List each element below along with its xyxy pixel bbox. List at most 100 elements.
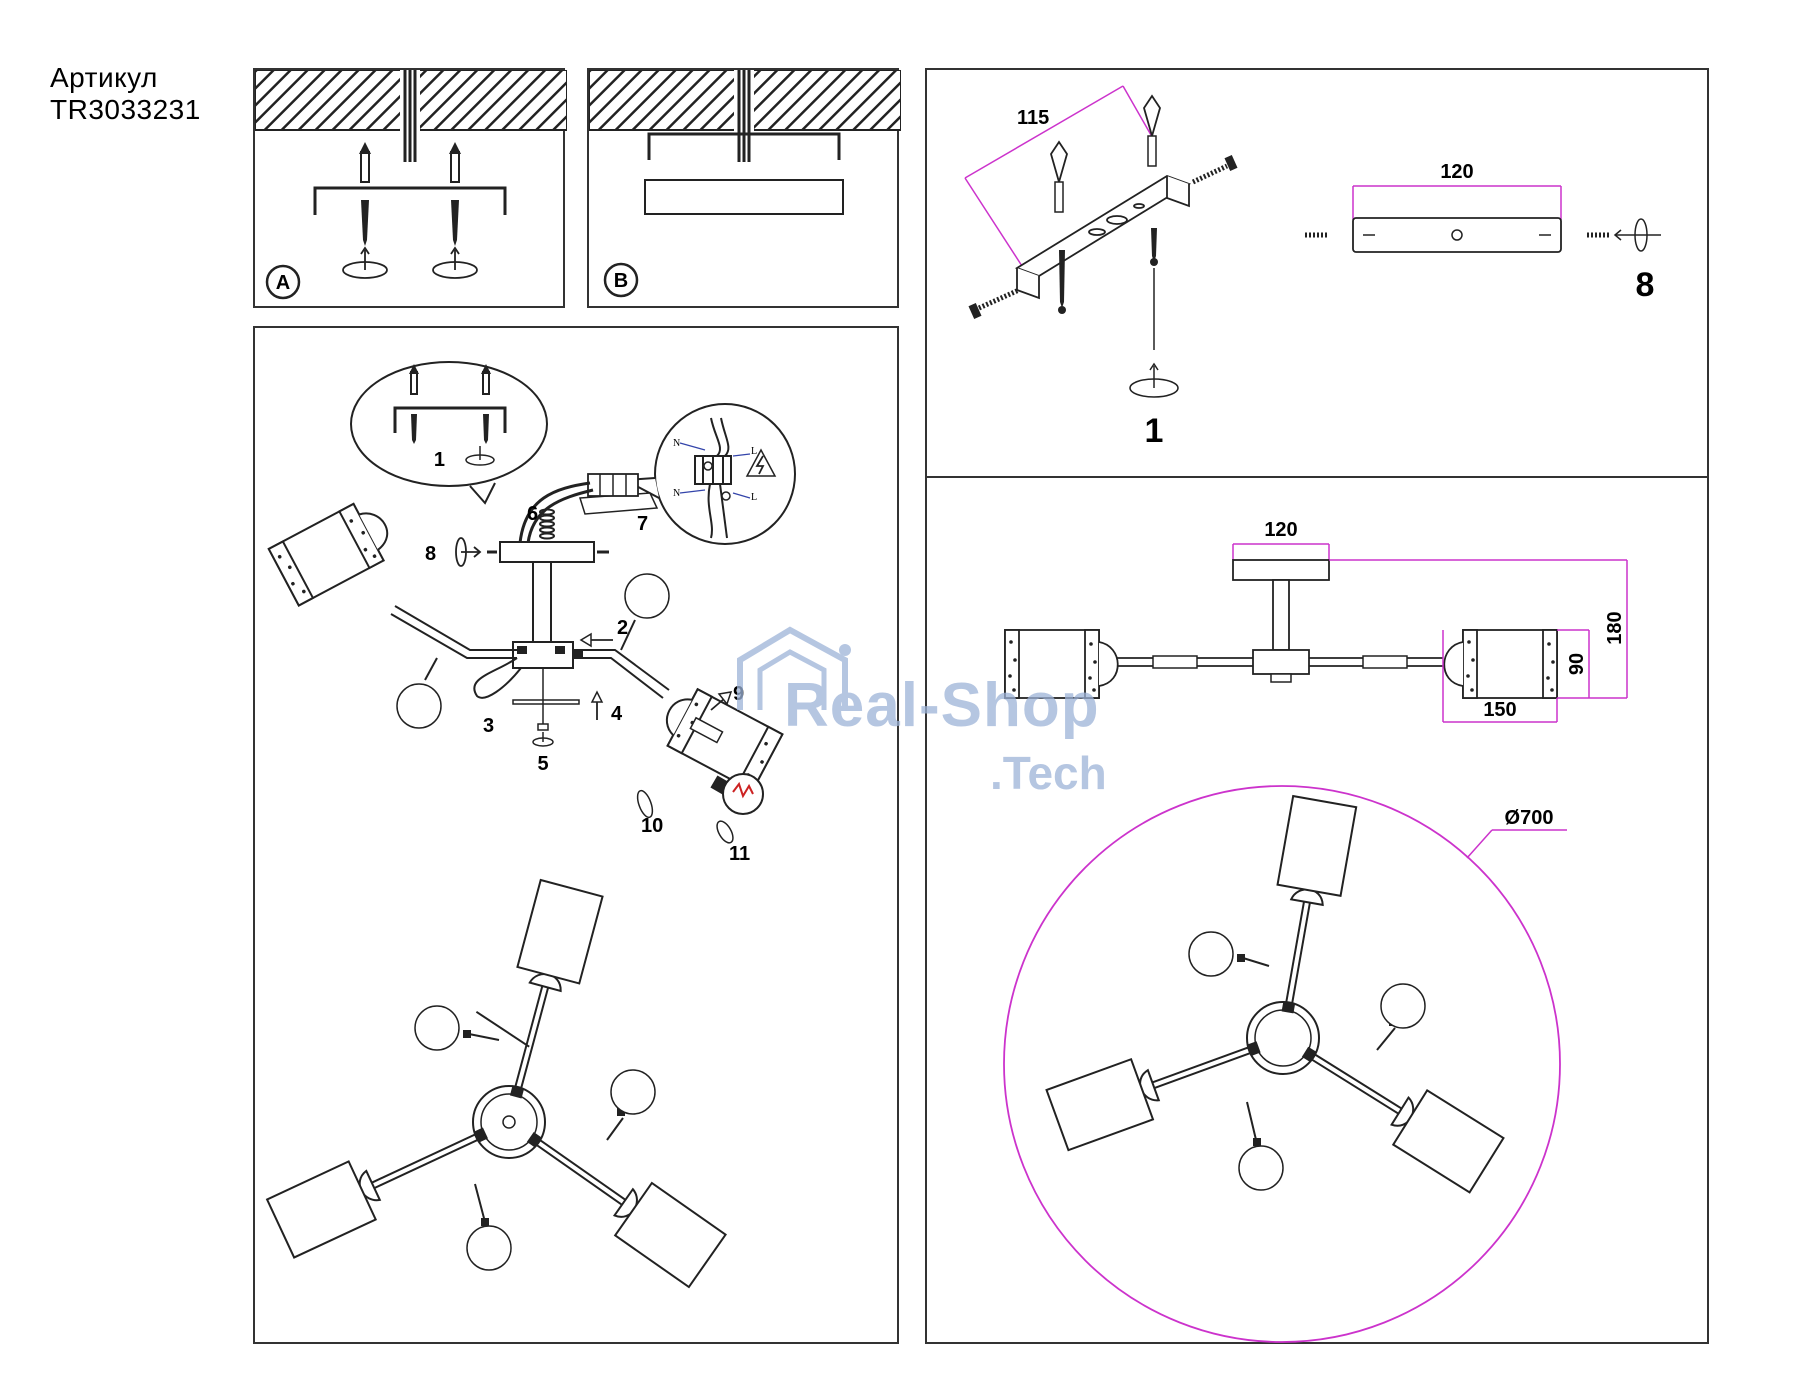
wire-loop [473, 657, 522, 699]
bulb-ball-left [396, 683, 442, 729]
step-b-label: B [614, 270, 628, 292]
rotate-icon [455, 537, 482, 567]
mount-step-1: 1 [1145, 412, 1164, 450]
shade-right-exploded [665, 687, 784, 793]
rotate-icon [432, 246, 478, 279]
terminal-block [579, 473, 659, 515]
step-label-8: 8 [425, 543, 436, 565]
step-b-diagram: B [589, 70, 901, 298]
step-label-4: 4 [611, 703, 623, 725]
bottom-plate [512, 699, 580, 705]
detail-bubble-wiring: N L N L [621, 403, 796, 545]
screw-icon [1191, 154, 1238, 185]
screw-icon [968, 287, 1021, 320]
assembly-diagram: 1 N L N L [265, 361, 796, 1289]
dim-line-115 [964, 85, 1156, 267]
rotate-icon [1129, 362, 1179, 398]
article-block: Артикул TR3033231 [50, 62, 201, 126]
dimensions-diagram: 120 [1003, 519, 1628, 1343]
article-label: Артикул [50, 62, 158, 93]
rotate-icon [636, 789, 654, 819]
spring-icon [539, 508, 555, 540]
rotate-icon [342, 246, 388, 279]
dim-diameter-label: Ø700 [1505, 807, 1554, 829]
screw-icon [361, 200, 369, 246]
mount-diagram: 115 [964, 85, 1661, 450]
step-a-badge [265, 264, 301, 300]
dowel-icon [449, 142, 461, 183]
stem [532, 561, 552, 643]
dim-shade-length-label: 150 [1483, 699, 1516, 721]
shade-side-right [1443, 629, 1558, 699]
mounting-bracket [313, 186, 507, 215]
mounting-bracket-3d [1014, 175, 1192, 300]
stem [1272, 579, 1290, 651]
mounted-bracket [647, 132, 841, 160]
bulb-ball-right [624, 573, 670, 619]
step-label-6: 6 [527, 503, 538, 525]
crossbar-plate [499, 541, 595, 563]
watermark: Real-Shop .Tech [720, 610, 1120, 820]
step-label-11: 11 [729, 843, 750, 865]
screw-icon [1150, 228, 1158, 266]
dim-line-base-120 [1232, 543, 1330, 560]
wire-label-l2: L [751, 492, 757, 503]
screw-icon [451, 200, 459, 246]
dim-line-120 [1352, 185, 1562, 220]
dim-line-180 [1329, 559, 1628, 699]
panel-overall-dimensions: 120 [925, 476, 1709, 1344]
dim-shade-height-label: 90 [1566, 653, 1588, 675]
rotate-icon [716, 820, 734, 844]
panel-step-b: B [587, 68, 901, 308]
arrow-icon [579, 632, 613, 648]
cap-nut [537, 723, 549, 731]
top-view-fixture [1045, 794, 1505, 1194]
article-code: TR3033231 [50, 94, 201, 125]
step-label-2: 2 [617, 617, 628, 639]
wire-label-n: N [673, 438, 680, 449]
screw-icon [1058, 250, 1066, 314]
rotate-icon [1613, 218, 1661, 252]
step-b-badge [603, 262, 639, 298]
dim-115-label: 115 [1017, 107, 1049, 129]
canopy [1232, 559, 1330, 581]
panel-mount-dimensions: 115 [925, 68, 1709, 478]
crossbar [1352, 217, 1562, 253]
watermark-line1: Real-Shop [784, 671, 1100, 740]
step-label-5: 5 [537, 753, 548, 775]
dim-120-label: 120 [1440, 161, 1473, 183]
panel-step-a: A [253, 68, 567, 308]
wire-label-n2: N [673, 488, 680, 499]
arrow-up-icon [590, 690, 604, 720]
hub-body [512, 641, 574, 669]
arrow-icon [710, 691, 733, 711]
shade-left [267, 502, 389, 607]
dim-line-90 [1557, 629, 1590, 698]
step-label-10: 10 [641, 815, 663, 837]
dowel-icon [1143, 94, 1161, 167]
diameter-circle [1003, 785, 1561, 1343]
dowel-icon [1050, 140, 1068, 213]
light-bulb-icon [710, 773, 764, 815]
step-label-7: 7 [637, 513, 648, 535]
wire-label-l: L [751, 446, 757, 457]
step-a-label: A [276, 272, 290, 294]
assembled-top-view [265, 878, 727, 1289]
dim-base-label: 120 [1264, 519, 1297, 541]
panel-assembly: 1 N L N L [253, 326, 899, 1344]
watermark-line2: .Tech [990, 747, 1107, 799]
shade-side-left [1004, 629, 1119, 699]
electric-warning-icon [745, 448, 777, 477]
dowel-icon [359, 142, 371, 183]
watermark-house-icon [737, 626, 851, 710]
step-label-1: 1 [434, 449, 445, 471]
step-label-3: 3 [483, 715, 494, 737]
canopy-plate [644, 179, 844, 215]
hub [1252, 649, 1310, 675]
rotate-icon [532, 732, 554, 747]
dim-line-150 [1442, 630, 1558, 723]
mount-step-8: 8 [1636, 266, 1655, 304]
dim-height-label: 180 [1604, 611, 1626, 644]
detail-bubble-bracket [350, 361, 548, 505]
step-a-diagram: A [255, 70, 567, 300]
